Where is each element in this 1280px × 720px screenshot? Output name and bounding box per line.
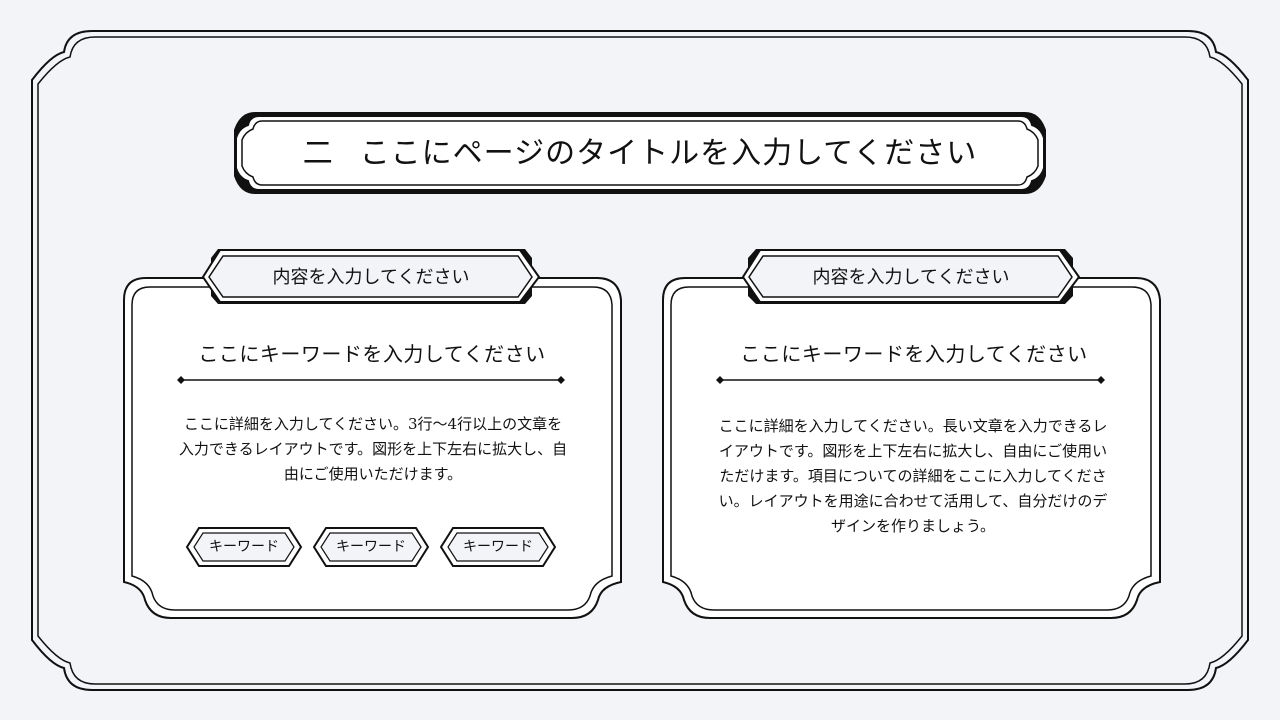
card-left (123, 249, 622, 619)
card-right (662, 249, 1161, 619)
outer-frame-inner (37, 36, 1243, 685)
keyword-badge-frames (185, 527, 557, 567)
keyword-badge: キーワード (209, 539, 279, 555)
card-left-body: ここに詳細を入力してください。3行〜4行以上の文章を入力できるレイアウトです。図… (178, 415, 568, 483)
card-right-tab-label: 内容を入力してください (812, 267, 1010, 288)
card-right-heading: ここにキーワードを入力してください (740, 342, 1088, 366)
page-title: 二ここにページのタイトルを入力してください (240, 134, 1040, 174)
outer-frame (31, 30, 1249, 691)
title-text: ここにページのタイトルを入力してください (359, 136, 978, 171)
card-left-heading: ここにキーワードを入力してください (198, 342, 546, 366)
title-plaque (234, 112, 1046, 194)
card-left-tab-label: 内容を入力してください (272, 267, 470, 288)
title-number: 二 (302, 136, 334, 171)
keyword-badge: キーワード (463, 539, 533, 555)
card-right-body: ここに詳細を入力してください。長い文章を入力できるレイアウトです。図形を上下左右… (718, 417, 1108, 535)
keyword-badge: キーワード (336, 539, 406, 555)
